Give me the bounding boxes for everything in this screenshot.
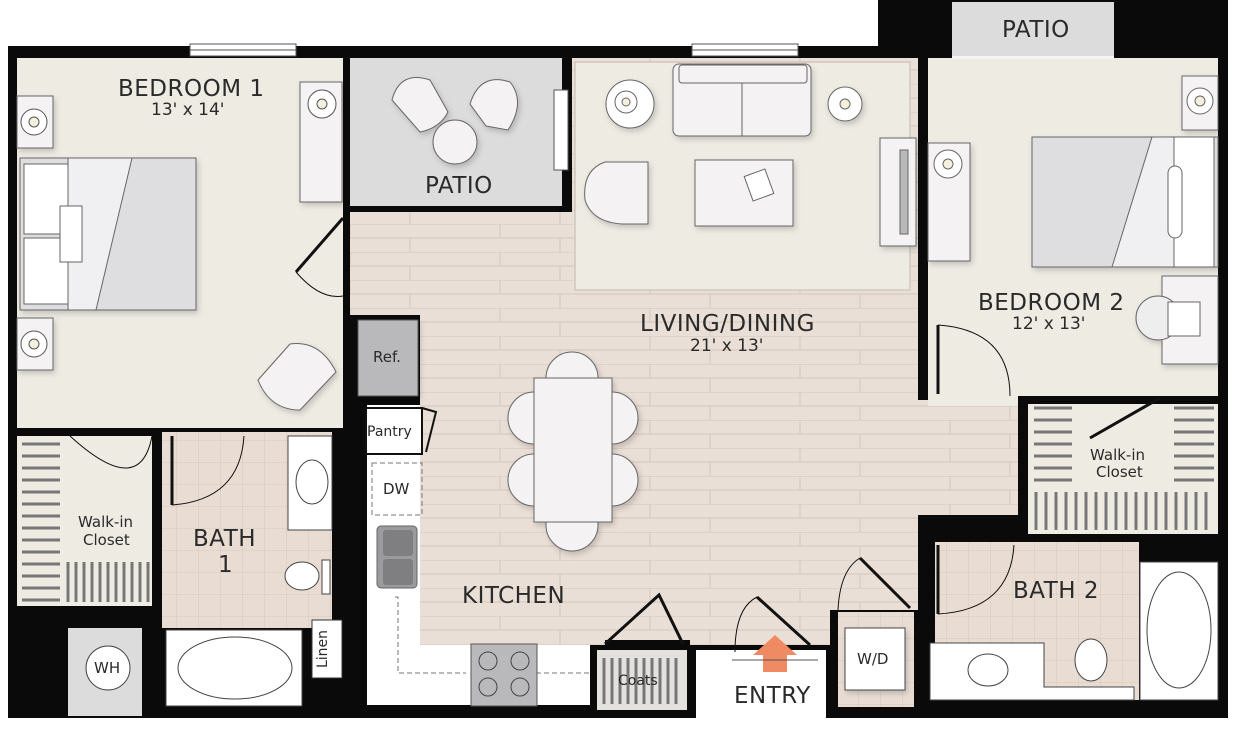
kitchen-label: KITCHEN [462,583,566,609]
bedroom1-label: BEDROOM 1 [118,76,265,102]
bedroom1-furniture [16,81,343,411]
bath1-label-2: 1 [218,552,234,578]
patio1-label: PATIO [425,173,493,199]
wd-label: W/D [857,650,889,668]
living-label: LIVING/DINING [640,311,815,337]
closet1-label-2: Closet [83,531,130,549]
patio1-furniture [391,77,518,165]
living-size: 21' x 13' [690,336,764,356]
bedroom1-size: 13' x 14' [151,100,225,120]
dining-table [507,351,639,552]
bedroom2-label: BEDROOM 2 [978,290,1125,316]
closet2-label: Walk-in [1090,446,1146,464]
pantry-label: Pantry [367,424,412,440]
entry-arrow-icon [732,635,818,672]
door-swings [69,217,1161,653]
patio2-floor [952,2,1114,56]
windows [189,43,799,171]
dw-label: DW [383,480,410,498]
closet2-label-2: Closet [1096,463,1143,481]
entry-floor [696,650,826,718]
bath1-label: BATH [193,526,257,552]
entry-label: ENTRY [734,683,811,709]
bath2-label: BATH 2 [1013,578,1100,604]
bedroom2-furniture [927,75,1219,365]
coats-label: Coats [618,673,658,689]
patio2-label: PATIO [1002,17,1070,43]
kitchen-fixtures [357,319,590,707]
bath2-fixtures [844,561,1219,701]
ref-label: Ref. [373,348,401,366]
bedroom2-size: 12' x 13' [1012,314,1086,334]
linen-label: Linen [315,629,332,669]
living-furniture [584,63,917,247]
bath1-fixtures [85,435,333,707]
closet1-label: Walk-in [78,513,134,531]
wh-label: WH [94,659,121,677]
closet-hangers [22,406,1214,704]
